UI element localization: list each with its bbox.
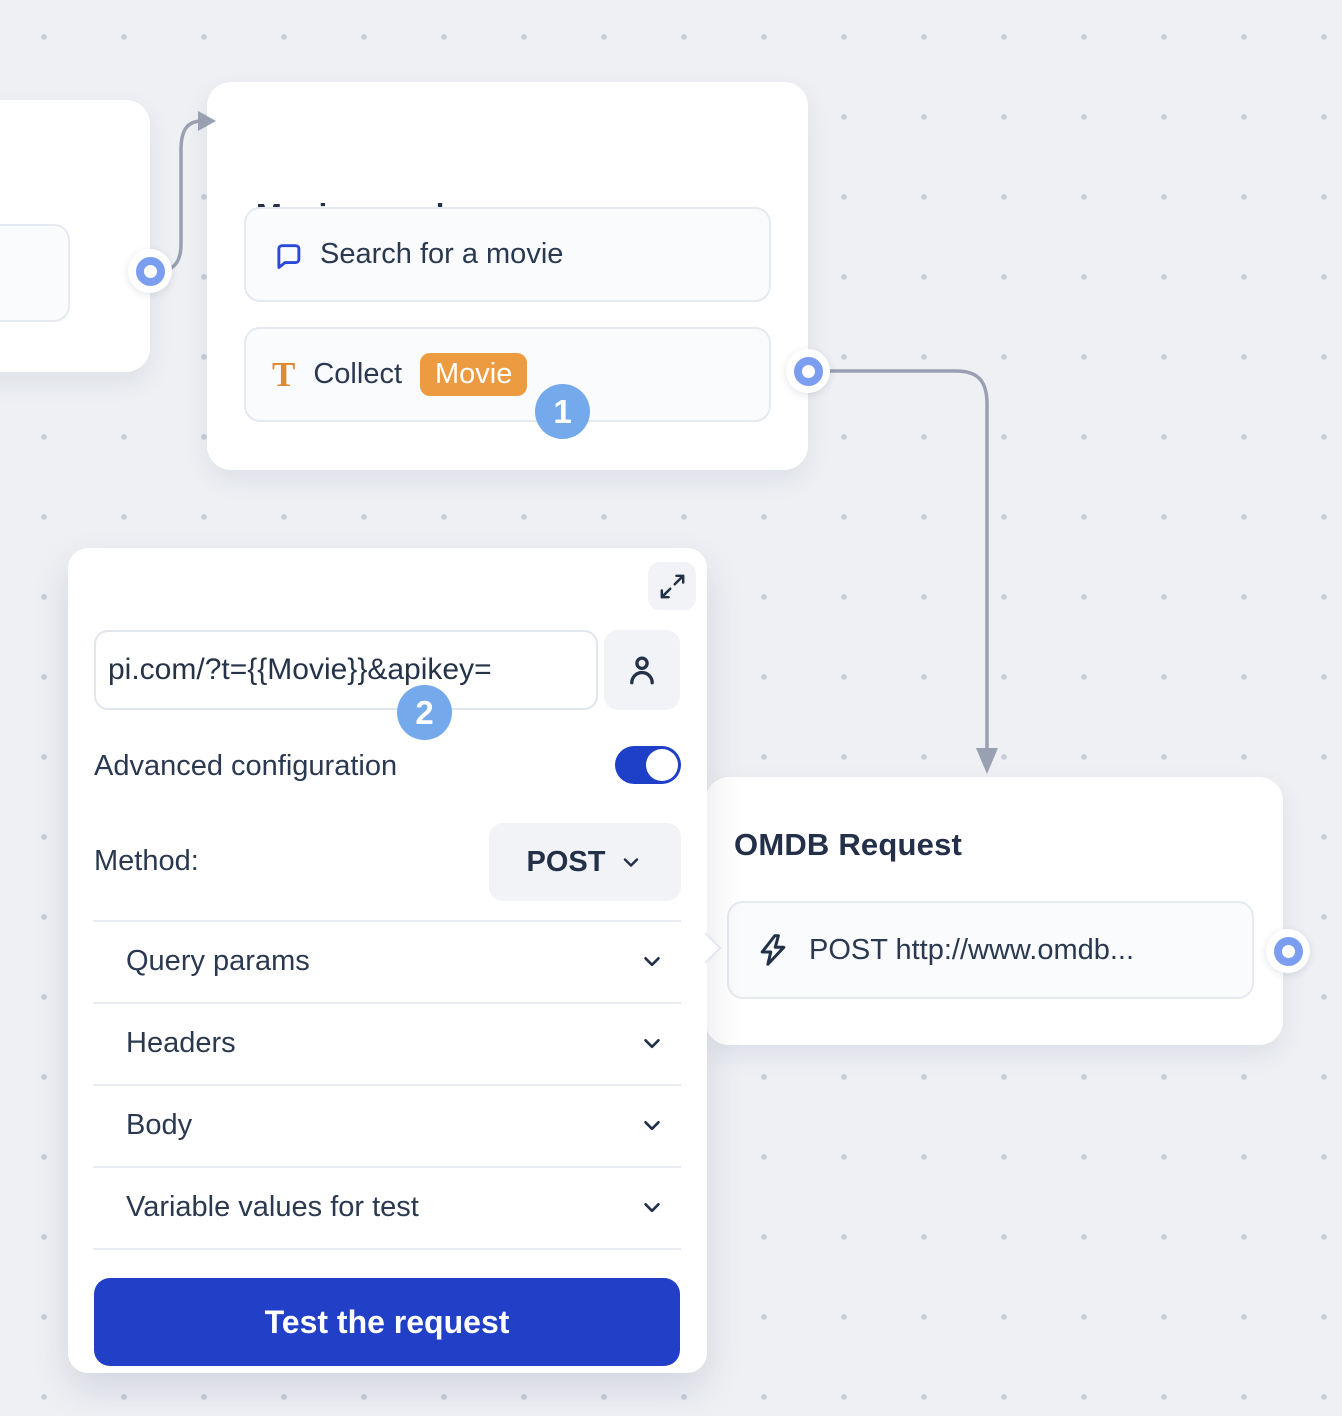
- movie-search-node-card[interactable]: Movie search Search for a movie T Collec…: [207, 82, 808, 470]
- divider: [93, 1084, 681, 1086]
- node-item-label: Search for a movie: [320, 238, 564, 270]
- advanced-configuration-toggle[interactable]: [615, 746, 681, 784]
- variable-badge-movie[interactable]: Movie: [420, 353, 528, 396]
- port-ring: [135, 256, 165, 286]
- partial-left-node-card[interactable]: [0, 100, 150, 372]
- section-label: Headers: [126, 1026, 236, 1059]
- node-item-omdb-post[interactable]: POST http://www.omdb...: [727, 901, 1254, 999]
- node-item-search-for-a-movie[interactable]: Search for a movie: [244, 207, 771, 302]
- lightning-icon: [755, 932, 791, 968]
- insert-variable-button[interactable]: [604, 630, 680, 710]
- output-port-movie-search[interactable]: [786, 349, 830, 393]
- port-ring: [793, 356, 823, 386]
- url-input[interactable]: pi.com/?t={{Movie}}&apikey=: [94, 630, 598, 710]
- output-port-omdb-request[interactable]: [1266, 929, 1310, 973]
- section-body[interactable]: Body: [93, 1085, 681, 1165]
- divider: [93, 1002, 681, 1004]
- section-variable-values-for-test[interactable]: Variable values for test: [93, 1167, 681, 1247]
- webhook-editor-panel: pi.com/?t={{Movie}}&apikey= Advanced con…: [68, 548, 722, 1373]
- divider: [93, 1166, 681, 1168]
- chevron-down-icon: [639, 948, 665, 974]
- divider: [93, 920, 681, 922]
- section-label: Variable values for test: [126, 1190, 419, 1223]
- toggle-knob: [646, 749, 678, 781]
- omdb-request-node-card[interactable]: OMDB Request POST http://www.omdb...: [705, 777, 1283, 1045]
- output-port-left-node[interactable]: [128, 249, 172, 293]
- person-icon: [624, 652, 660, 688]
- step-badge-1: 1: [535, 384, 590, 439]
- node-item-label: POST http://www.omdb...: [809, 933, 1135, 966]
- method-select[interactable]: POST: [489, 823, 681, 901]
- method-label: Method:: [94, 845, 199, 877]
- text-input-icon: T: [272, 355, 296, 394]
- chevron-down-icon: [639, 1194, 665, 1220]
- edge-movie-search-to-omdb: [828, 369, 989, 750]
- chat-bubble-icon: [272, 240, 302, 270]
- test-the-request-button[interactable]: Test the request: [94, 1278, 680, 1366]
- node-title: OMDB Request: [734, 827, 963, 862]
- node-item-collect-movie[interactable]: T Collect Movie: [244, 327, 771, 422]
- section-label: Body: [126, 1108, 193, 1141]
- expand-icon: [659, 573, 686, 600]
- method-value: POST: [526, 845, 606, 878]
- section-query-params[interactable]: Query params: [93, 921, 681, 1001]
- divider: [93, 1248, 681, 1250]
- section-headers[interactable]: Headers: [93, 1003, 681, 1083]
- advanced-configuration-label: Advanced configuration: [94, 750, 398, 782]
- url-input-value: pi.com/?t={{Movie}}&apikey=: [108, 653, 492, 686]
- edge-arrowhead-down: [976, 748, 998, 774]
- section-label: Query params: [126, 944, 310, 977]
- node-item-label: Collect: [313, 358, 403, 390]
- chevron-down-icon: [619, 850, 643, 874]
- edge-left-to-movie-search: [153, 119, 203, 274]
- chevron-down-icon: [639, 1112, 665, 1138]
- port-ring: [1273, 936, 1303, 966]
- chevron-down-icon: [639, 1030, 665, 1056]
- expand-button[interactable]: [648, 562, 696, 610]
- partial-node-item[interactable]: [0, 224, 70, 322]
- step-badge-2: 2: [397, 685, 452, 740]
